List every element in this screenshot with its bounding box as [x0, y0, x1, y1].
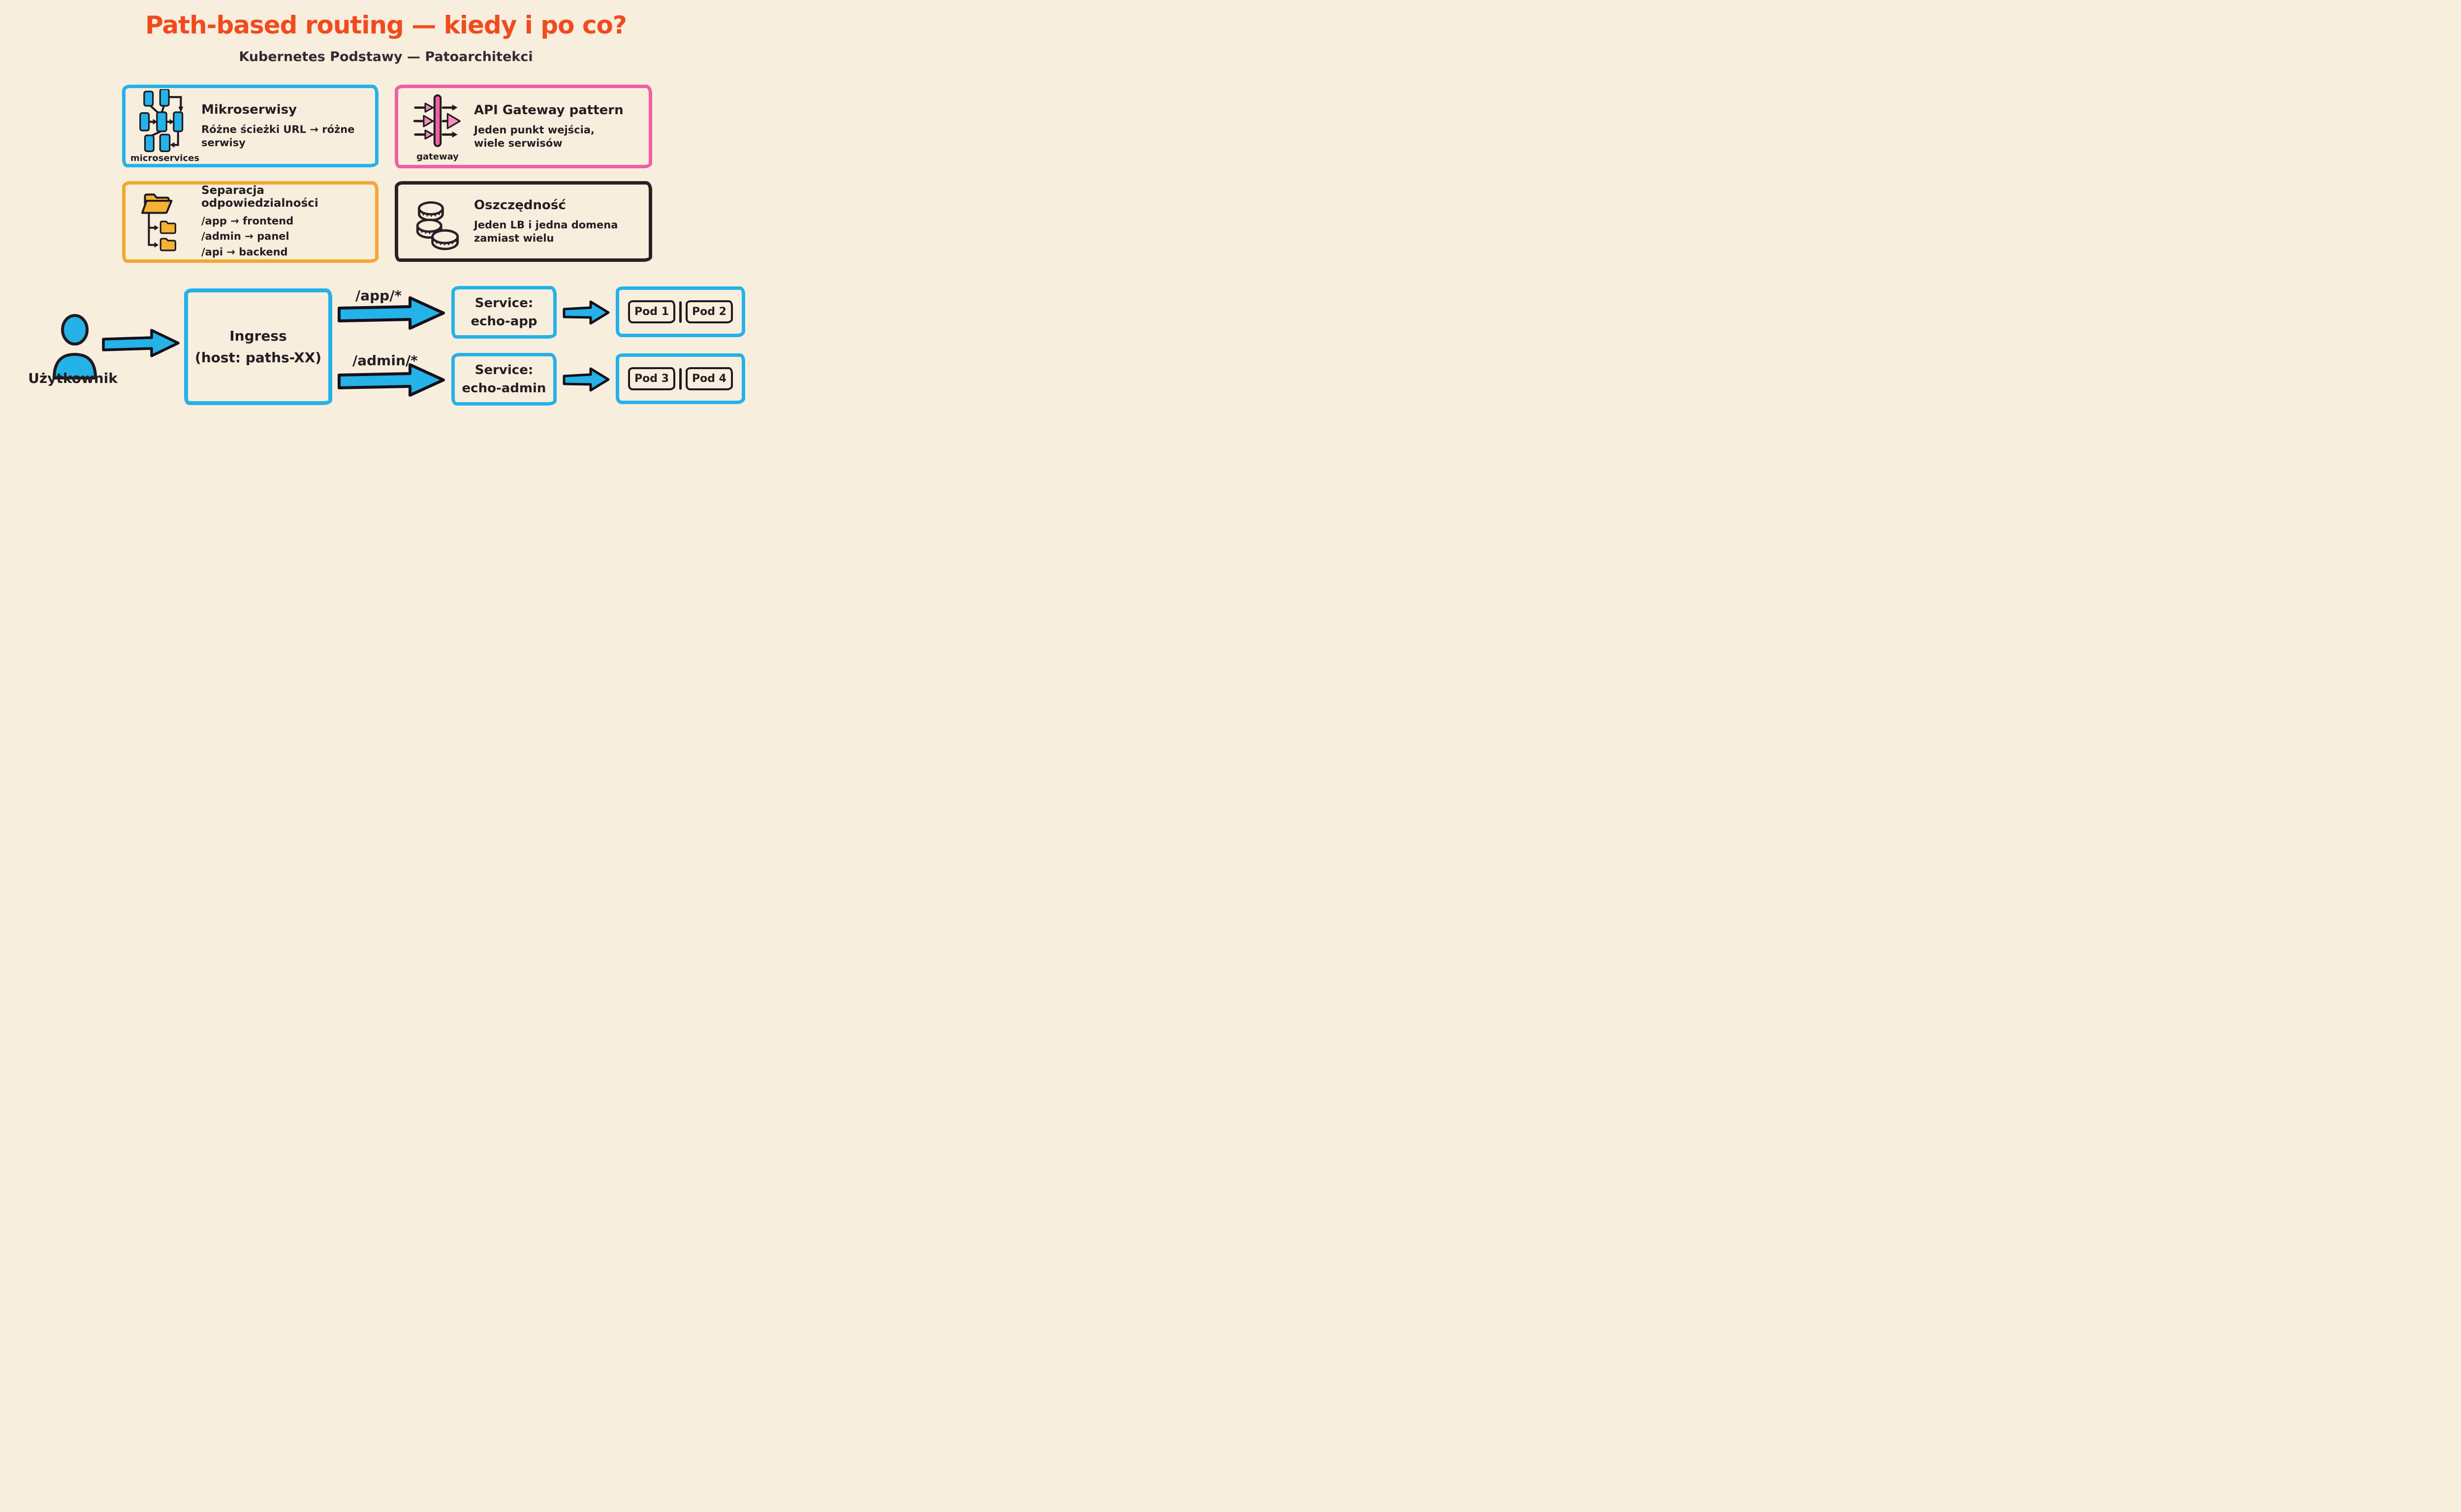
ingress-line2: (host: paths-XX)	[194, 349, 322, 366]
gateway-icon	[413, 94, 461, 147]
card-icon-column	[133, 185, 196, 259]
card-line: Jeden punkt wejścia,	[474, 124, 595, 136]
diagram-canvas: Path-based routing — kiedy i po co? Kube…	[0, 0, 772, 431]
microservices-icon	[139, 89, 184, 152]
arrow-echo-admin-to-pods	[562, 366, 610, 393]
pod-separator	[679, 368, 682, 390]
card-title: Mikroserwisy	[201, 102, 297, 117]
card-line: serwisy	[201, 137, 246, 149]
card-api-gateway: gateway API Gateway pattern Jeden punkt …	[395, 85, 652, 168]
user-figure	[48, 312, 99, 381]
user-icon	[53, 314, 97, 379]
card-line: /app → frontend	[201, 215, 294, 227]
card-cost-saving: Oszczędność Jeden LB i jedna domena zami…	[395, 181, 652, 262]
arrow-ingress-to-echo-app	[336, 294, 446, 332]
arrow-ingress-to-echo-admin	[336, 361, 446, 399]
card-line: wiele serwisów	[474, 137, 563, 149]
card-text-column: Oszczędność Jeden LB i jedna domena zami…	[474, 198, 641, 246]
card-icon-column: microservices	[130, 89, 200, 163]
fat-arrow-icon	[563, 300, 610, 325]
card-line: /admin → panel	[201, 230, 289, 243]
icon-caption: microservices	[130, 153, 200, 163]
fat-arrow-icon	[338, 296, 445, 330]
card-title: Separacja odpowiedzialności	[201, 184, 318, 210]
card-icon-column: gateway	[406, 92, 469, 162]
route-admin-path-label: /admin/*	[352, 352, 418, 369]
card-line: /api → backend	[201, 246, 288, 258]
pod-box: Pod 2	[686, 300, 733, 323]
service-echo-admin-box: Service: echo-admin	[451, 353, 557, 406]
card-line: Różne ścieżki URL → różne	[201, 123, 355, 135]
page-title: Path-based routing — kiedy i po co?	[145, 11, 627, 39]
service-line2: echo-app	[471, 314, 537, 329]
service-echo-app-box: Service: echo-app	[451, 286, 557, 339]
card-title: API Gateway pattern	[474, 102, 624, 118]
card-text-column: API Gateway pattern Jeden punkt wejścia,…	[474, 103, 641, 151]
ingress-line1: Ingress	[229, 328, 287, 345]
card-line: zamiast wielu	[474, 232, 554, 244]
card-title: Oszczędność	[474, 197, 566, 213]
service-line1: Service:	[474, 363, 534, 378]
card-text-column: Mikroserwisy Różne ścieżki URL → różne s…	[201, 102, 367, 150]
page-subtitle: Kubernetes Podstawy — Patoarchitekci	[239, 49, 533, 64]
ingress-box: Ingress (host: paths-XX)	[184, 288, 332, 405]
service-line1: Service:	[474, 296, 534, 311]
service-line2: echo-admin	[462, 380, 546, 396]
fat-arrow-icon	[563, 367, 610, 392]
fat-arrow-icon	[102, 329, 180, 357]
icon-caption: gateway	[416, 151, 459, 162]
card-separation: Separacja odpowiedzialności /app → front…	[122, 181, 379, 263]
pod-box: Pod 4	[686, 367, 733, 390]
arrow-echo-app-to-pods	[562, 299, 610, 326]
arrow-user-to-ingress	[100, 327, 181, 359]
pods-group-app: Pod 1 Pod 2	[616, 286, 745, 337]
card-text-column: Separacja odpowiedzialności /app → front…	[201, 184, 367, 260]
folder-tree-icon	[141, 193, 177, 252]
card-icon-column	[406, 191, 469, 252]
route-app-path-label: /app/*	[355, 287, 402, 304]
pod-box: Pod 3	[628, 367, 675, 390]
coins-icon	[416, 201, 459, 251]
card-line: Jeden LB i jedna domena	[474, 219, 618, 231]
pod-box: Pod 1	[628, 300, 675, 323]
fat-arrow-icon	[338, 363, 445, 397]
pods-group-admin: Pod 3 Pod 4	[616, 353, 745, 404]
user-label: Użytkownik	[28, 370, 118, 386]
pod-separator	[679, 301, 682, 323]
card-microservices: microservices Mikroserwisy Różne ścieżki…	[122, 85, 379, 167]
